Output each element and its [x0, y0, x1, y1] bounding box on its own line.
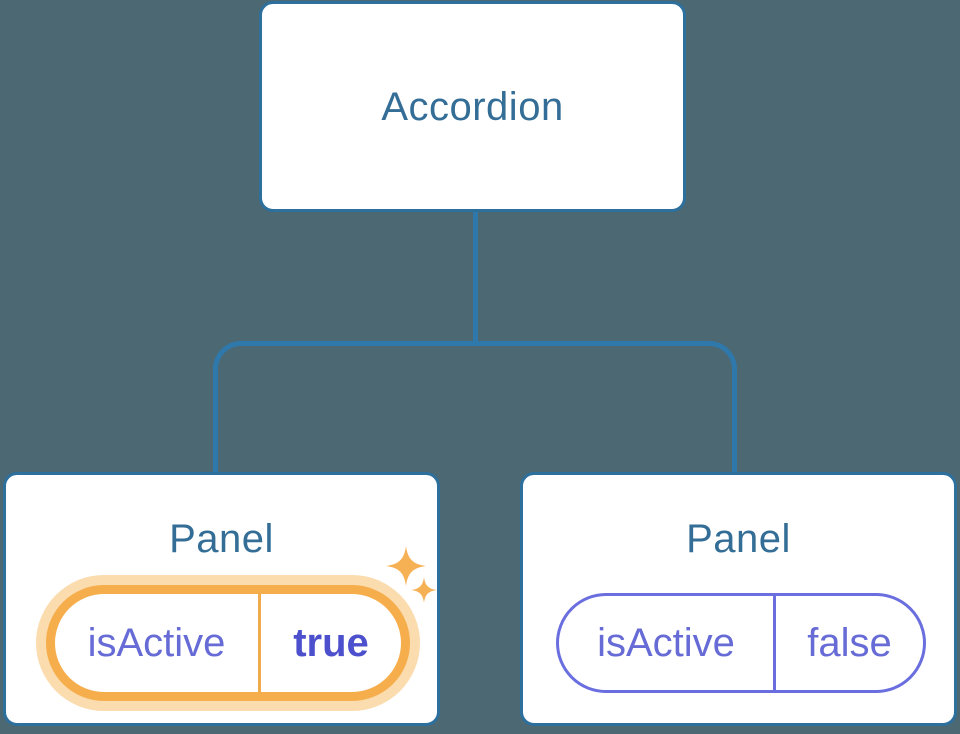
panel-node-label: Panel — [169, 517, 274, 561]
accordion-node-label: Accordion — [381, 84, 564, 129]
state-pill-active: isActive true — [46, 585, 410, 701]
connector-branch-bracket — [213, 341, 737, 477]
state-pill-inactive: isActive false — [556, 593, 926, 693]
sparkles-icon — [386, 546, 437, 603]
panel-node-active: Panel isActive true — [3, 472, 440, 726]
accordion-node: Accordion — [259, 1, 686, 212]
state-value-label: false — [807, 621, 892, 665]
state-key-label: isActive — [597, 621, 735, 665]
pill-divider — [258, 594, 261, 692]
panel-node-inactive: Panel isActive false — [520, 472, 957, 726]
panel-node-label: Panel — [686, 517, 791, 561]
state-key-label: isActive — [87, 621, 226, 665]
state-value-cell: false — [776, 596, 923, 690]
state-key-cell: isActive — [55, 594, 258, 692]
state-key-cell: isActive — [559, 596, 773, 690]
pill-divider — [773, 596, 776, 690]
state-value-cell: true — [261, 594, 401, 692]
state-value-label: true — [293, 621, 369, 665]
connector-root-stem — [473, 208, 478, 344]
